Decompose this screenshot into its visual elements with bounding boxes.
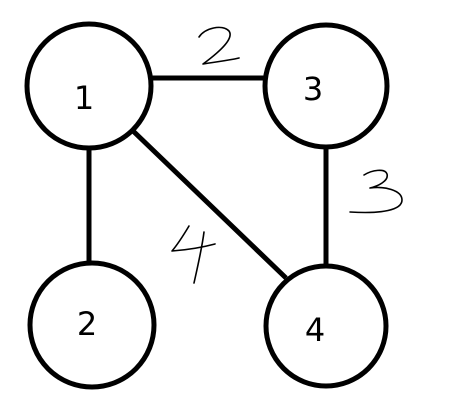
node-1-circle <box>24 21 154 151</box>
edge-1-4-weight: 4 <box>171 225 216 284</box>
svg-text:4: 4 <box>192 254 193 256</box>
node-4-label: 4 <box>305 311 325 349</box>
node-3-label: 3 <box>303 70 323 108</box>
node-3-circle <box>262 22 390 150</box>
edge-1-3-weight: 2 <box>198 26 240 65</box>
edge-1-4 <box>129 127 288 280</box>
edge-3-4-weight: 3 <box>349 169 403 214</box>
svg-text:2: 2 <box>215 44 216 46</box>
node-2-circle <box>27 260 157 390</box>
svg-text:3: 3 <box>375 191 376 193</box>
node-2-label: 2 <box>77 305 97 343</box>
node-4-circle <box>263 263 389 389</box>
node-1-label: 1 <box>74 79 94 117</box>
